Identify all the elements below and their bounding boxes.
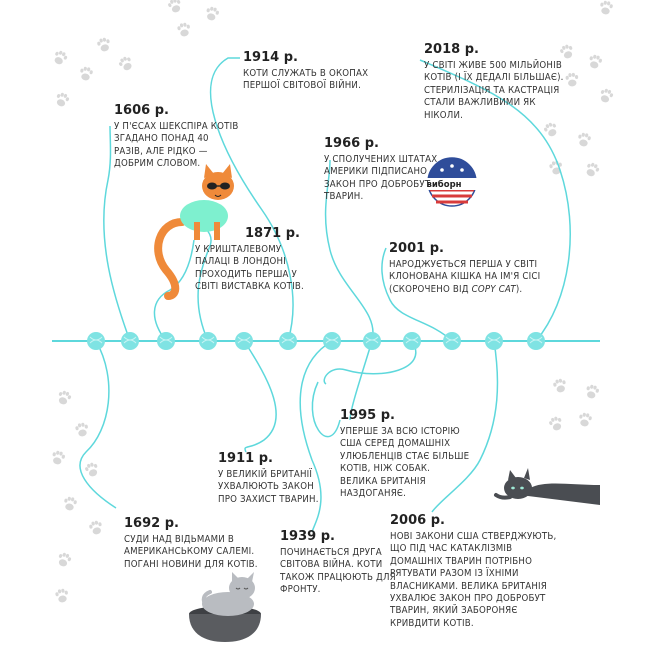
event-1692: 1692 р. СУДИ НАД ВІДЬМАМИ В АМЕРИКАНСЬКО… (124, 516, 269, 571)
event-text: УПЕРШЕ ЗА ВСЮ ІСТОРІЮ США СЕРЕД ДОМАШНІХ… (340, 426, 470, 500)
event-1939: 1939 р. ПОЧИНАЄТЬСЯ ДРУГА СВІТОВА ВІЙНА.… (280, 529, 400, 597)
dark-cat-illustration (494, 468, 600, 505)
event-year: 1939 р. (280, 529, 335, 544)
event-text: У П'ЄСАХ ШЕКСПІРА КОТІВ ЗГАДАНО ПОНАД 40… (114, 121, 239, 170)
event-text: СУДИ НАД ВІДЬМАМИ В АМЕРИКАНСЬКОМУ САЛЕМ… (124, 534, 258, 570)
event-1966: 1966 р. У СПОЛУЧЕНИХ ШТАТАХ АМЕРИКИ ПІДП… (324, 136, 449, 204)
event-text: ПОЧИНАЄТЬСЯ ДРУГА СВІТОВА ВІЙНА. КОТИ ТА… (280, 547, 396, 596)
yarn-balls (87, 332, 545, 350)
event-text: У ВЕЛИКІЙ БРИТАНІЇ УХВАЛЮЮТЬ ЗАКОН ПРО З… (218, 469, 319, 505)
event-text-part: ). (515, 283, 523, 295)
event-1914: 1914 р. КОТИ СЛУЖАТЬ В ОКОПАХ ПЕРШОЇ СВІ… (243, 50, 373, 93)
event-year: 1871 р. (245, 226, 300, 241)
event-2006: 2006 р. НОВІ ЗАКОНИ США СТВЕРДЖУЮТЬ, ЩО … (390, 513, 565, 630)
event-text: КОТИ СЛУЖАТЬ В ОКОПАХ ПЕРШОЇ СВІТОВОЇ ВІ… (243, 68, 369, 92)
event-text: НОВІ ЗАКОНИ США СТВЕРДЖУЮТЬ, ЩО ПІД ЧАС … (390, 531, 557, 629)
event-text: У СПОЛУЧЕНИХ ШТАТАХ АМЕРИКИ ПІДПИСАНО ЗА… (324, 154, 438, 203)
event-year: 2018 р. (424, 42, 479, 57)
event-text-part: НАРОДЖУЄТЬСЯ ПЕРША У СВІТІ КЛОНОВАНА КІШ… (389, 259, 541, 295)
event-year: 1692 р. (124, 516, 179, 531)
badge-label: виборн (426, 179, 461, 190)
event-text: У СВІТІ ЖИВЕ 500 МІЛЬЙОНІВ КОТІВ (І ЇХ Д… (424, 60, 564, 121)
event-2018: 2018 р. У СВІТІ ЖИВЕ 500 МІЛЬЙОНІВ КОТІВ… (424, 42, 574, 122)
badge-icon (427, 157, 477, 207)
event-1871: 1871 р. У КРИШТАЛЕВОМУ ПАЛАЦІ В ЛОНДОНІ … (195, 226, 315, 294)
event-text: НАРОДЖУЄТЬСЯ ПЕРША У СВІТІ КЛОНОВАНА КІШ… (389, 259, 564, 296)
event-text: У КРИШТАЛЕВОМУ ПАЛАЦІ В ЛОНДОНІ ПРОХОДИТ… (195, 244, 304, 293)
event-2001: 2001 р. НАРОДЖУЄТЬСЯ ПЕРША У СВІТІ КЛОНО… (389, 241, 564, 296)
event-year: 1966 р. (324, 136, 379, 151)
timeline-threads (79, 57, 571, 533)
event-year: 1995 р. (340, 408, 395, 423)
event-year: 1911 р. (218, 451, 273, 466)
gray-cat-in-pot-illustration (189, 572, 261, 642)
event-text-emphasis: COPY CAT (471, 283, 516, 295)
event-year: 1914 р. (243, 50, 298, 65)
event-1995: 1995 р. УПЕРШЕ ЗА ВСЮ ІСТОРІЮ США СЕРЕД … (340, 408, 470, 500)
event-1606: 1606 р. У П'ЄСАХ ШЕКСПІРА КОТІВ ЗГАДАНО … (114, 103, 239, 171)
event-year: 1606 р. (114, 103, 169, 118)
event-1911: 1911 р. У ВЕЛИКІЙ БРИТАНІЇ УХВАЛЮЮТЬ ЗАК… (218, 451, 323, 506)
orange-cat-illustration (154, 164, 234, 300)
event-year: 2001 р. (389, 241, 444, 256)
event-year: 2006 р. (390, 513, 445, 528)
